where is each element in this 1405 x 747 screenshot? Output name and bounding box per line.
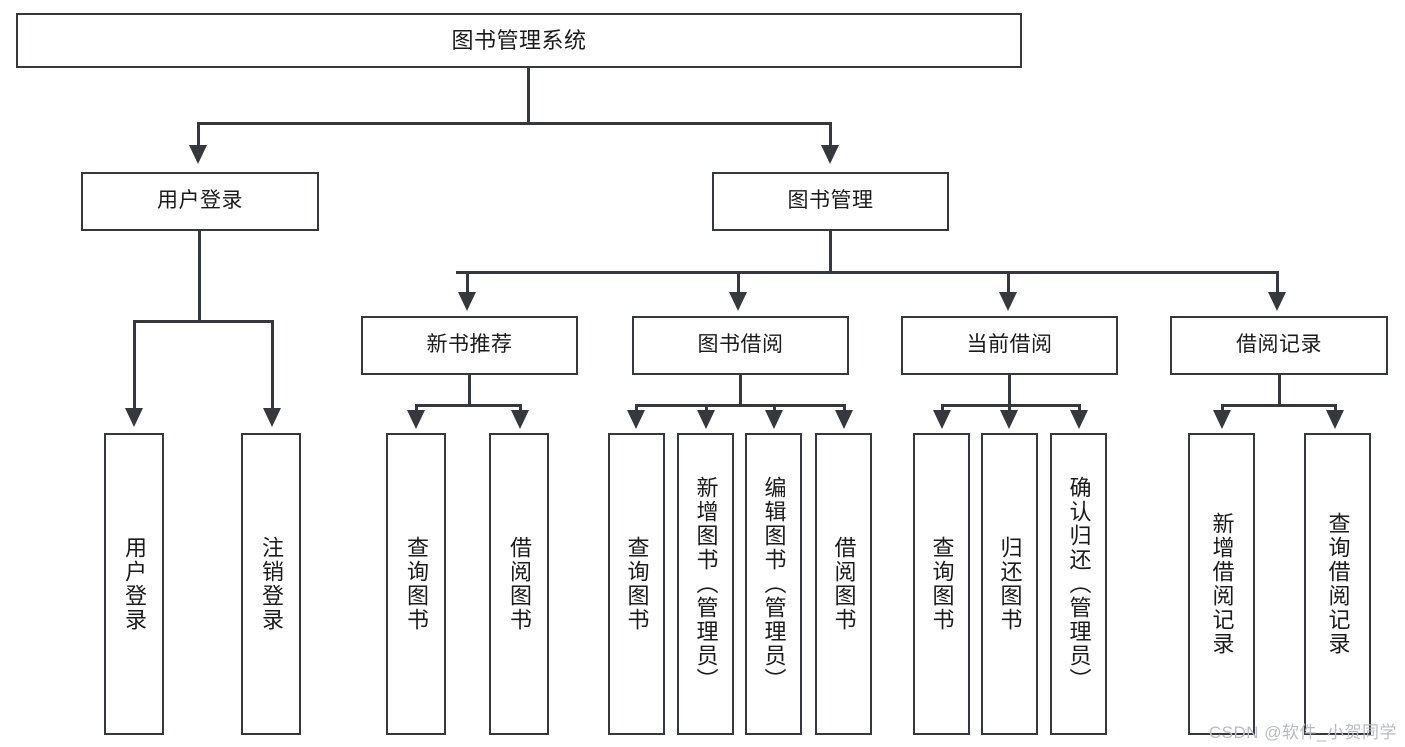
node-label: 查询图书 bbox=[929, 536, 955, 632]
node-label: 图书借阅 bbox=[697, 333, 784, 357]
node-label: 借阅图书 bbox=[506, 536, 532, 632]
node-borrow-record[interactable]: 借阅记录 bbox=[1170, 316, 1388, 375]
connector-nbr-stem bbox=[468, 375, 471, 406]
node-label: 确认归还（管理员） bbox=[1066, 476, 1092, 692]
connector-br-stem bbox=[1278, 375, 1281, 406]
connector-bb-drop-3 bbox=[773, 404, 776, 414]
arrow-cb-leaf-2 bbox=[1000, 410, 1018, 429]
node-label: 新书推荐 bbox=[426, 333, 513, 357]
node-label: 图书管理系统 bbox=[451, 27, 587, 53]
node-label: 查询借阅记录 bbox=[1325, 512, 1351, 656]
connector-bb-drop-2 bbox=[705, 404, 708, 414]
node-label: 新增图书（管理员） bbox=[693, 476, 719, 692]
connector-user-login-drop-1 bbox=[133, 320, 136, 411]
connector-cb-drop-3 bbox=[1078, 404, 1081, 414]
connector-book-management-stem bbox=[829, 231, 832, 274]
arrow-root-to-book-management bbox=[821, 145, 839, 164]
connector-bb-drop-1 bbox=[635, 404, 638, 414]
node-label: 新增借阅记录 bbox=[1209, 512, 1235, 656]
connector-bm-drop-3 bbox=[1007, 271, 1010, 294]
leaf-new-book-recommend-1[interactable]: 查询图书 bbox=[386, 433, 446, 735]
arrow-bm-to-book-borrow bbox=[729, 292, 747, 311]
connector-user-login-bus bbox=[133, 320, 273, 323]
node-label: 用户登录 bbox=[121, 536, 147, 632]
arrow-bm-to-new-book-recommend bbox=[458, 292, 476, 311]
node-label: 归还图书 bbox=[997, 536, 1023, 632]
leaf-user-login-1[interactable]: 用户登录 bbox=[104, 433, 164, 735]
connector-bm-drop-1 bbox=[466, 271, 469, 294]
leaf-user-login-2[interactable]: 注销登录 bbox=[241, 433, 301, 735]
connector-bb-bus bbox=[635, 404, 846, 407]
arrow-br-leaf-1 bbox=[1213, 410, 1231, 429]
arrow-br-leaf-2 bbox=[1326, 410, 1344, 429]
arrow-bb-leaf-2 bbox=[697, 410, 715, 429]
node-label: 注销登录 bbox=[258, 536, 284, 632]
arrow-bb-leaf-3 bbox=[765, 410, 783, 429]
node-label: 查询图书 bbox=[624, 536, 650, 632]
arrow-nbr-leaf-2 bbox=[511, 410, 529, 429]
connector-book-management-bus bbox=[456, 271, 1279, 274]
connector-cb-bus bbox=[941, 404, 1081, 407]
node-label: 查询图书 bbox=[403, 536, 429, 632]
connector-nbr-drop-2 bbox=[519, 404, 522, 414]
node-label: 图书管理 bbox=[787, 189, 874, 213]
leaf-current-borrow-3[interactable]: 确认归还（管理员） bbox=[1050, 433, 1107, 735]
connector-bm-drop-2 bbox=[737, 271, 740, 294]
arrow-nbr-leaf-1 bbox=[407, 410, 425, 429]
leaf-borrow-record-1[interactable]: 新增借阅记录 bbox=[1188, 433, 1255, 735]
connector-cb-drop-2 bbox=[1008, 404, 1011, 414]
node-label: 借阅图书 bbox=[831, 536, 857, 632]
node-book-management[interactable]: 图书管理 bbox=[712, 172, 949, 231]
node-current-borrow[interactable]: 当前借阅 bbox=[901, 316, 1118, 375]
node-label: 编辑图书（管理员） bbox=[761, 476, 787, 692]
connector-cb-stem bbox=[1008, 375, 1011, 406]
connector-bm-drop-4 bbox=[1276, 271, 1279, 294]
arrow-bm-to-current-borrow bbox=[999, 292, 1017, 311]
arrow-user-login-leaf-2 bbox=[263, 408, 281, 427]
connector-bb-drop-4 bbox=[843, 404, 846, 414]
leaf-current-borrow-1[interactable]: 查询图书 bbox=[913, 433, 970, 735]
leaf-current-borrow-2[interactable]: 归还图书 bbox=[981, 433, 1038, 735]
connector-br-drop-1 bbox=[1221, 404, 1224, 414]
leaf-new-book-recommend-2[interactable]: 借阅图书 bbox=[489, 433, 549, 735]
connector-user-login-stem bbox=[198, 231, 201, 322]
connector-root-stem bbox=[527, 68, 530, 123]
leaf-book-borrow-1[interactable]: 查询图书 bbox=[608, 433, 665, 735]
connector-br-bus bbox=[1221, 404, 1337, 407]
arrow-root-to-user-login bbox=[189, 145, 207, 164]
connector-bb-stem bbox=[739, 375, 742, 406]
connector-root-to-user-login bbox=[197, 122, 200, 148]
node-new-book-recommend[interactable]: 新书推荐 bbox=[361, 316, 578, 375]
connector-root-bus bbox=[197, 122, 831, 125]
watermark-text: CSDN @软件_小贺同学 bbox=[1208, 723, 1397, 742]
connector-br-drop-2 bbox=[1334, 404, 1337, 414]
node-book-borrow[interactable]: 图书借阅 bbox=[632, 316, 849, 375]
connector-root-to-book-management bbox=[829, 122, 832, 148]
leaf-borrow-record-2[interactable]: 查询借阅记录 bbox=[1304, 433, 1371, 735]
node-root-book-management-system[interactable]: 图书管理系统 bbox=[16, 13, 1022, 68]
node-label: 用户登录 bbox=[157, 189, 243, 213]
node-user-login[interactable]: 用户登录 bbox=[81, 172, 319, 231]
arrow-cb-leaf-1 bbox=[933, 410, 951, 429]
connector-user-login-drop-2 bbox=[271, 320, 274, 411]
node-label: 当前借阅 bbox=[966, 333, 1053, 357]
connector-cb-drop-1 bbox=[941, 404, 944, 414]
arrow-bm-to-borrow-record bbox=[1268, 292, 1286, 311]
leaf-book-borrow-3[interactable]: 编辑图书（管理员） bbox=[745, 433, 802, 735]
connector-nbr-bus bbox=[415, 404, 522, 407]
node-label: 借阅记录 bbox=[1236, 333, 1322, 357]
arrow-bb-leaf-1 bbox=[627, 410, 645, 429]
arrow-bb-leaf-4 bbox=[835, 410, 853, 429]
arrow-cb-leaf-3 bbox=[1070, 410, 1088, 429]
leaf-book-borrow-4[interactable]: 借阅图书 bbox=[815, 433, 872, 735]
leaf-book-borrow-2[interactable]: 新增图书（管理员） bbox=[677, 433, 734, 735]
connector-nbr-drop-1 bbox=[415, 404, 418, 414]
arrow-user-login-leaf-1 bbox=[125, 408, 143, 427]
